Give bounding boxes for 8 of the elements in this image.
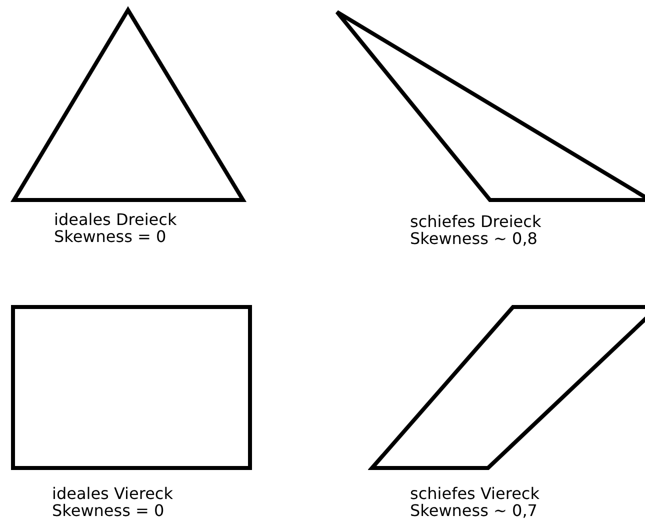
skewness-value: Skewness ~ 0,8 bbox=[410, 230, 538, 247]
shape-name: ideales Dreieck bbox=[54, 211, 177, 228]
skewness-value: Skewness = 0 bbox=[52, 502, 164, 519]
skewness-value: Skewness ~ 0,7 bbox=[410, 502, 538, 519]
shape-name: schiefes Viereck bbox=[410, 485, 540, 502]
skewness-value: Skewness = 0 bbox=[54, 228, 166, 245]
shape-name: schiefes Dreieck bbox=[410, 213, 542, 230]
shape-name: ideales Viereck bbox=[52, 485, 173, 502]
